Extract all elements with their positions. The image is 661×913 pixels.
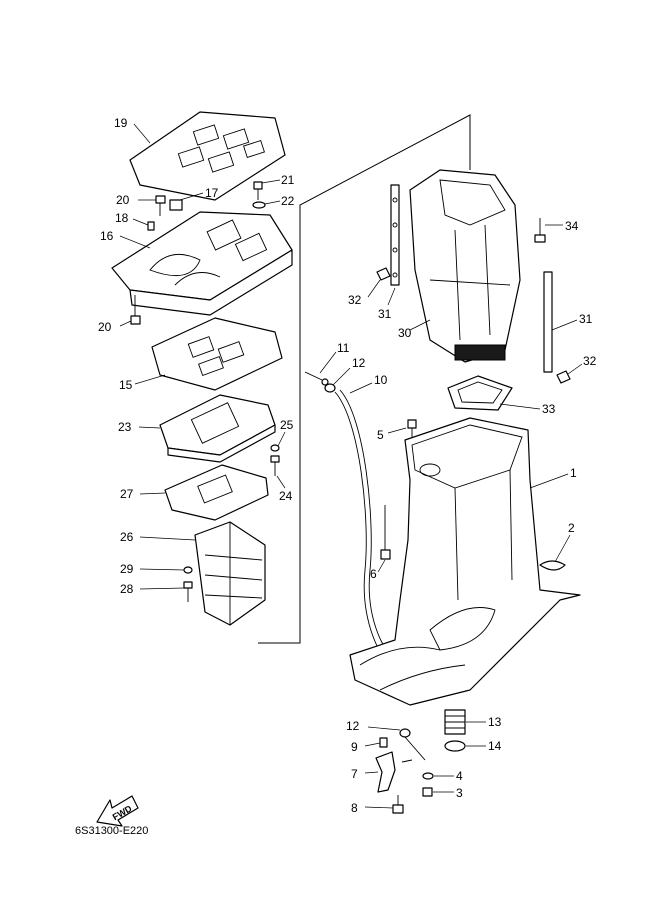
part-26-exhaust-guide (194, 521, 266, 626)
callout-24: 24 (279, 489, 293, 503)
part-24-bolt (270, 455, 280, 476)
part-4-washer (422, 772, 434, 780)
part-2-cap (539, 560, 566, 571)
callout-1: 1 (570, 466, 577, 480)
part-17-fitting (169, 199, 183, 211)
part-7-water-inlet (375, 751, 413, 793)
callout-32-right: 32 (583, 354, 597, 368)
part-30-exhaust-manifold (409, 169, 521, 363)
part-25-washer (270, 444, 280, 452)
part-31-strip-right (543, 271, 553, 373)
callout-13: 13 (488, 715, 502, 729)
callout-9: 9 (351, 740, 358, 754)
part-22-washer (252, 201, 266, 209)
callout-34: 34 (565, 219, 579, 233)
part-14-grommet (444, 740, 466, 752)
part-10-hose (334, 391, 396, 671)
callout-4: 4 (456, 769, 463, 783)
callout-27: 27 (120, 487, 134, 501)
part-34-bolt (534, 218, 546, 243)
part-31-strip-left (390, 184, 400, 286)
callout-16: 16 (100, 229, 114, 243)
callout-10: 10 (374, 373, 388, 387)
callout-28: 28 (120, 582, 134, 596)
diagram-code: 6S31300-E220 (75, 825, 148, 837)
part-12-grommet-upper (324, 383, 336, 393)
callout-5: 5 (377, 428, 384, 442)
part-20-bolt-lower (130, 295, 141, 325)
part-32-nut-left (376, 267, 391, 281)
callout-14: 14 (488, 739, 502, 753)
callout-8: 8 (351, 801, 358, 815)
part-29-washer (183, 566, 193, 574)
part-9-pin (379, 737, 388, 748)
part-27-gasket (164, 464, 269, 521)
callout-11: 11 (337, 341, 350, 355)
part-3-nut (422, 787, 433, 797)
callout-6: 6 (370, 567, 377, 581)
callout-17: 17 (205, 186, 219, 200)
part-8-bolt (392, 795, 404, 814)
part-19-gasket (129, 111, 286, 201)
callout-30: 30 (398, 326, 412, 340)
callout-22: 22 (281, 194, 295, 208)
part-11-nipple (304, 371, 329, 386)
callout-20-lower: 20 (98, 320, 112, 334)
callout-15: 15 (119, 378, 133, 392)
callout-19: 19 (114, 116, 128, 130)
callout-18: 18 (115, 211, 129, 225)
callout-23: 23 (118, 420, 132, 434)
part-28-bolt (183, 581, 193, 602)
part-18-pin (147, 221, 155, 231)
callout-12-upper: 12 (352, 356, 366, 370)
fwd-arrow-icon: FWD (96, 795, 139, 827)
part-20-bolt-upper (155, 195, 166, 216)
callout-7: 7 (351, 767, 358, 781)
callout-20-upper: 20 (116, 193, 130, 207)
callout-31-right: 31 (579, 312, 593, 326)
callout-21: 21 (281, 173, 295, 187)
callout-12-lower: 12 (346, 719, 360, 733)
part-6-bolt (380, 505, 391, 560)
callout-33: 33 (542, 402, 556, 416)
part-15-gasket (151, 317, 283, 391)
part-hose-connector (404, 736, 426, 761)
callout-29: 29 (120, 562, 134, 576)
part-1-driveshaft-housing (349, 417, 581, 706)
part-13-strainer (444, 709, 466, 735)
part-23-plate (159, 394, 276, 463)
callout-3: 3 (456, 786, 463, 800)
part-21-bolt (253, 181, 263, 200)
callout-32-left: 32 (348, 293, 362, 307)
part-5-bolt (407, 419, 417, 438)
callout-31-left: 31 (378, 307, 392, 321)
callout-2: 2 (568, 521, 575, 535)
callout-26: 26 (120, 530, 134, 544)
part-12-grommet-lower (399, 728, 411, 738)
callout-25: 25 (280, 418, 294, 432)
part-16-upper-casing (111, 211, 293, 316)
part-32-nut-right (556, 370, 571, 384)
part-33-gasket (447, 375, 513, 411)
